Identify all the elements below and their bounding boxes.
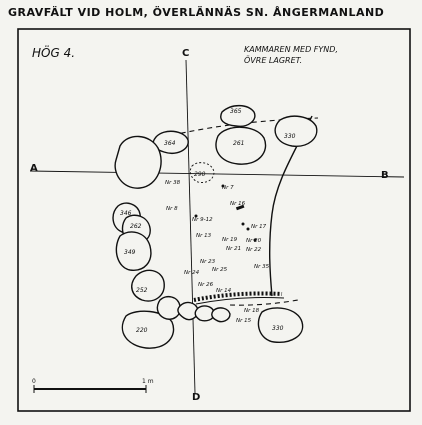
axis-label-c: C bbox=[182, 48, 190, 59]
caption-line-2: ÖVRE LAGRET. bbox=[244, 56, 303, 65]
stone-small-4 bbox=[211, 307, 231, 323]
axis-c-d bbox=[185, 59, 196, 394]
find-label: Nr 23 bbox=[200, 259, 216, 265]
find-label: Nr 9-12 bbox=[192, 217, 213, 223]
find-marker bbox=[253, 238, 257, 242]
stone-label: 346 bbox=[120, 210, 132, 217]
find-label: Nr 16 bbox=[230, 201, 246, 207]
stone-220 bbox=[121, 310, 175, 349]
find-label: Nr 25 bbox=[212, 267, 228, 273]
stone-330-south bbox=[257, 307, 304, 343]
stone-label: 262 bbox=[130, 223, 142, 230]
find-label: Nr 24 bbox=[184, 270, 200, 276]
stone-label: 220 bbox=[136, 327, 148, 334]
find-marker bbox=[194, 214, 198, 218]
stone-330-north bbox=[274, 115, 318, 147]
caption-line-1: KAMMAREN MED FYND, bbox=[244, 45, 338, 54]
find-label: Nr 8 bbox=[166, 206, 178, 212]
find-marker bbox=[221, 184, 225, 188]
stone-small-3 bbox=[194, 305, 215, 322]
find-label: Nr 15 bbox=[236, 318, 252, 324]
find-label: Nr 35 bbox=[254, 264, 270, 270]
stone-small-2 bbox=[177, 301, 199, 321]
find-label: Nr 38 bbox=[165, 180, 181, 186]
find-label: Nr 20 bbox=[246, 238, 262, 244]
scale-start-label: 0 bbox=[32, 378, 36, 385]
sheet-title: GRAVFÄLT VID HOLM, ÖVERLÄNNÄS SN. ÅNGERM… bbox=[8, 6, 385, 19]
stone-label: 349 bbox=[124, 249, 136, 256]
stone-label: 364 bbox=[164, 140, 176, 147]
axis-a-b bbox=[29, 170, 405, 178]
axis-label-a: A bbox=[30, 163, 38, 174]
find-label: Nr 22 bbox=[246, 247, 262, 253]
find-label: Nr 18 bbox=[244, 308, 260, 314]
stone-label: 252 bbox=[136, 287, 148, 294]
plank-feature bbox=[193, 291, 283, 302]
plan-caption: KAMMAREN MED FYND, ÖVRE LAGRET. bbox=[244, 44, 338, 66]
stone-label: 365 bbox=[230, 108, 242, 115]
stone-label: 330 bbox=[284, 133, 296, 140]
find-label: Nr 7 bbox=[222, 185, 234, 191]
stone-365 bbox=[220, 104, 256, 127]
stone-252 bbox=[131, 269, 165, 302]
axis-label-b: B bbox=[381, 170, 389, 181]
mound-label: HÖG 4. bbox=[32, 46, 76, 60]
plank-edge bbox=[195, 296, 285, 305]
stone-large-west bbox=[114, 135, 162, 189]
stone-290 bbox=[189, 162, 215, 183]
stone-349 bbox=[115, 231, 152, 271]
find-marker bbox=[235, 204, 245, 211]
chamber-outline-dashed-bottom bbox=[229, 299, 299, 306]
stone-261 bbox=[215, 126, 267, 165]
find-marker bbox=[246, 227, 250, 231]
find-label: Nr 13 bbox=[196, 233, 212, 239]
stone-label: 261 bbox=[233, 140, 244, 147]
plan-border bbox=[17, 28, 411, 412]
find-label: Nr 14 bbox=[216, 288, 232, 294]
find-label: Nr 17 bbox=[251, 224, 267, 230]
stone-label: 290 bbox=[194, 171, 206, 178]
find-label: Nr 21 bbox=[226, 246, 241, 252]
stone-small-1 bbox=[156, 295, 181, 320]
find-label: Nr 19 bbox=[222, 237, 238, 243]
stone-label: 330 bbox=[272, 325, 284, 332]
axis-label-d: D bbox=[192, 392, 201, 403]
find-marker bbox=[241, 222, 245, 226]
scale-end-label: 1 m bbox=[142, 378, 154, 385]
find-label: Nr 26 bbox=[198, 282, 214, 288]
